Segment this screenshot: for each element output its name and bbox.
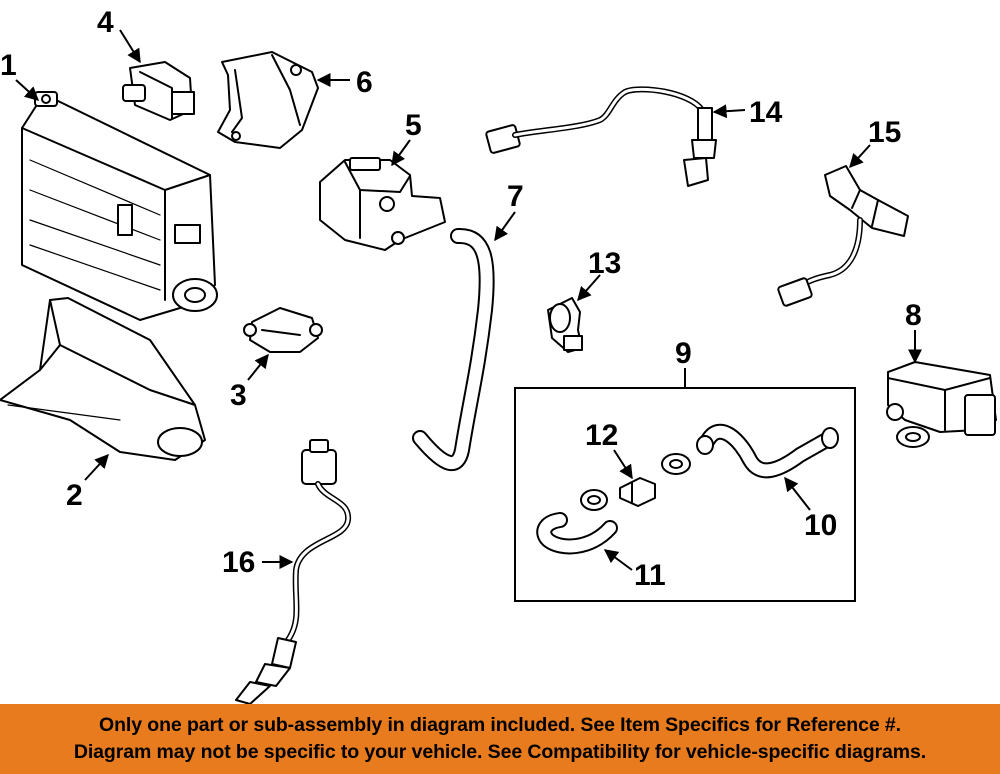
- part-14-oxygen-sensor: [485, 86, 717, 187]
- disclaimer-line-1: Only one part or sub-assembly in diagram…: [99, 714, 901, 736]
- part-8-vent-valve: [886, 361, 997, 448]
- part-11-hose: [536, 489, 618, 555]
- part-6-bracket: [217, 51, 319, 149]
- part-7-hose: [412, 228, 495, 471]
- part-15-oxygen-sensor: [777, 165, 909, 307]
- callout-16: 16: [222, 546, 255, 579]
- callout-9: 9: [675, 337, 692, 370]
- parts-diagram: 1 2 3 4 5 6 7 8 9 10 11 12 13 14 15 16: [0, 6, 997, 704]
- callout-8: 8: [905, 299, 922, 332]
- disclaimer-line-2: Diagram may not be specific to your vehi…: [73, 741, 927, 763]
- part-4-sensor: [122, 61, 195, 121]
- part-1-canister: [21, 91, 218, 321]
- callout-4: 4: [97, 6, 114, 39]
- part-10-hose: [696, 423, 839, 479]
- callout-15: 15: [868, 116, 901, 149]
- part-5-solenoid: [319, 157, 446, 251]
- callout-6: 6: [356, 66, 373, 99]
- callout-14: 14: [749, 96, 783, 129]
- part-9-subassembly-box: [514, 387, 856, 602]
- callout-7: 7: [507, 180, 524, 213]
- callout-10: 10: [804, 509, 837, 542]
- callout-11: 11: [634, 559, 666, 592]
- part-13-clamp: [547, 297, 583, 353]
- part-12-connector: [619, 453, 691, 507]
- callout-leaders: [15, 29, 922, 571]
- callout-13: 13: [588, 247, 621, 280]
- callout-3: 3: [230, 379, 247, 412]
- part-2-shield: [0, 297, 206, 461]
- callout-5: 5: [405, 109, 422, 142]
- disclaimer-banner: Only one part or sub-assembly in diagram…: [0, 704, 1000, 774]
- callout-2: 2: [66, 479, 83, 512]
- part-16-oxygen-sensor: [235, 439, 351, 704]
- part-3-valve: [243, 307, 323, 353]
- callout-1: 1: [0, 49, 17, 82]
- callout-12: 12: [585, 419, 618, 452]
